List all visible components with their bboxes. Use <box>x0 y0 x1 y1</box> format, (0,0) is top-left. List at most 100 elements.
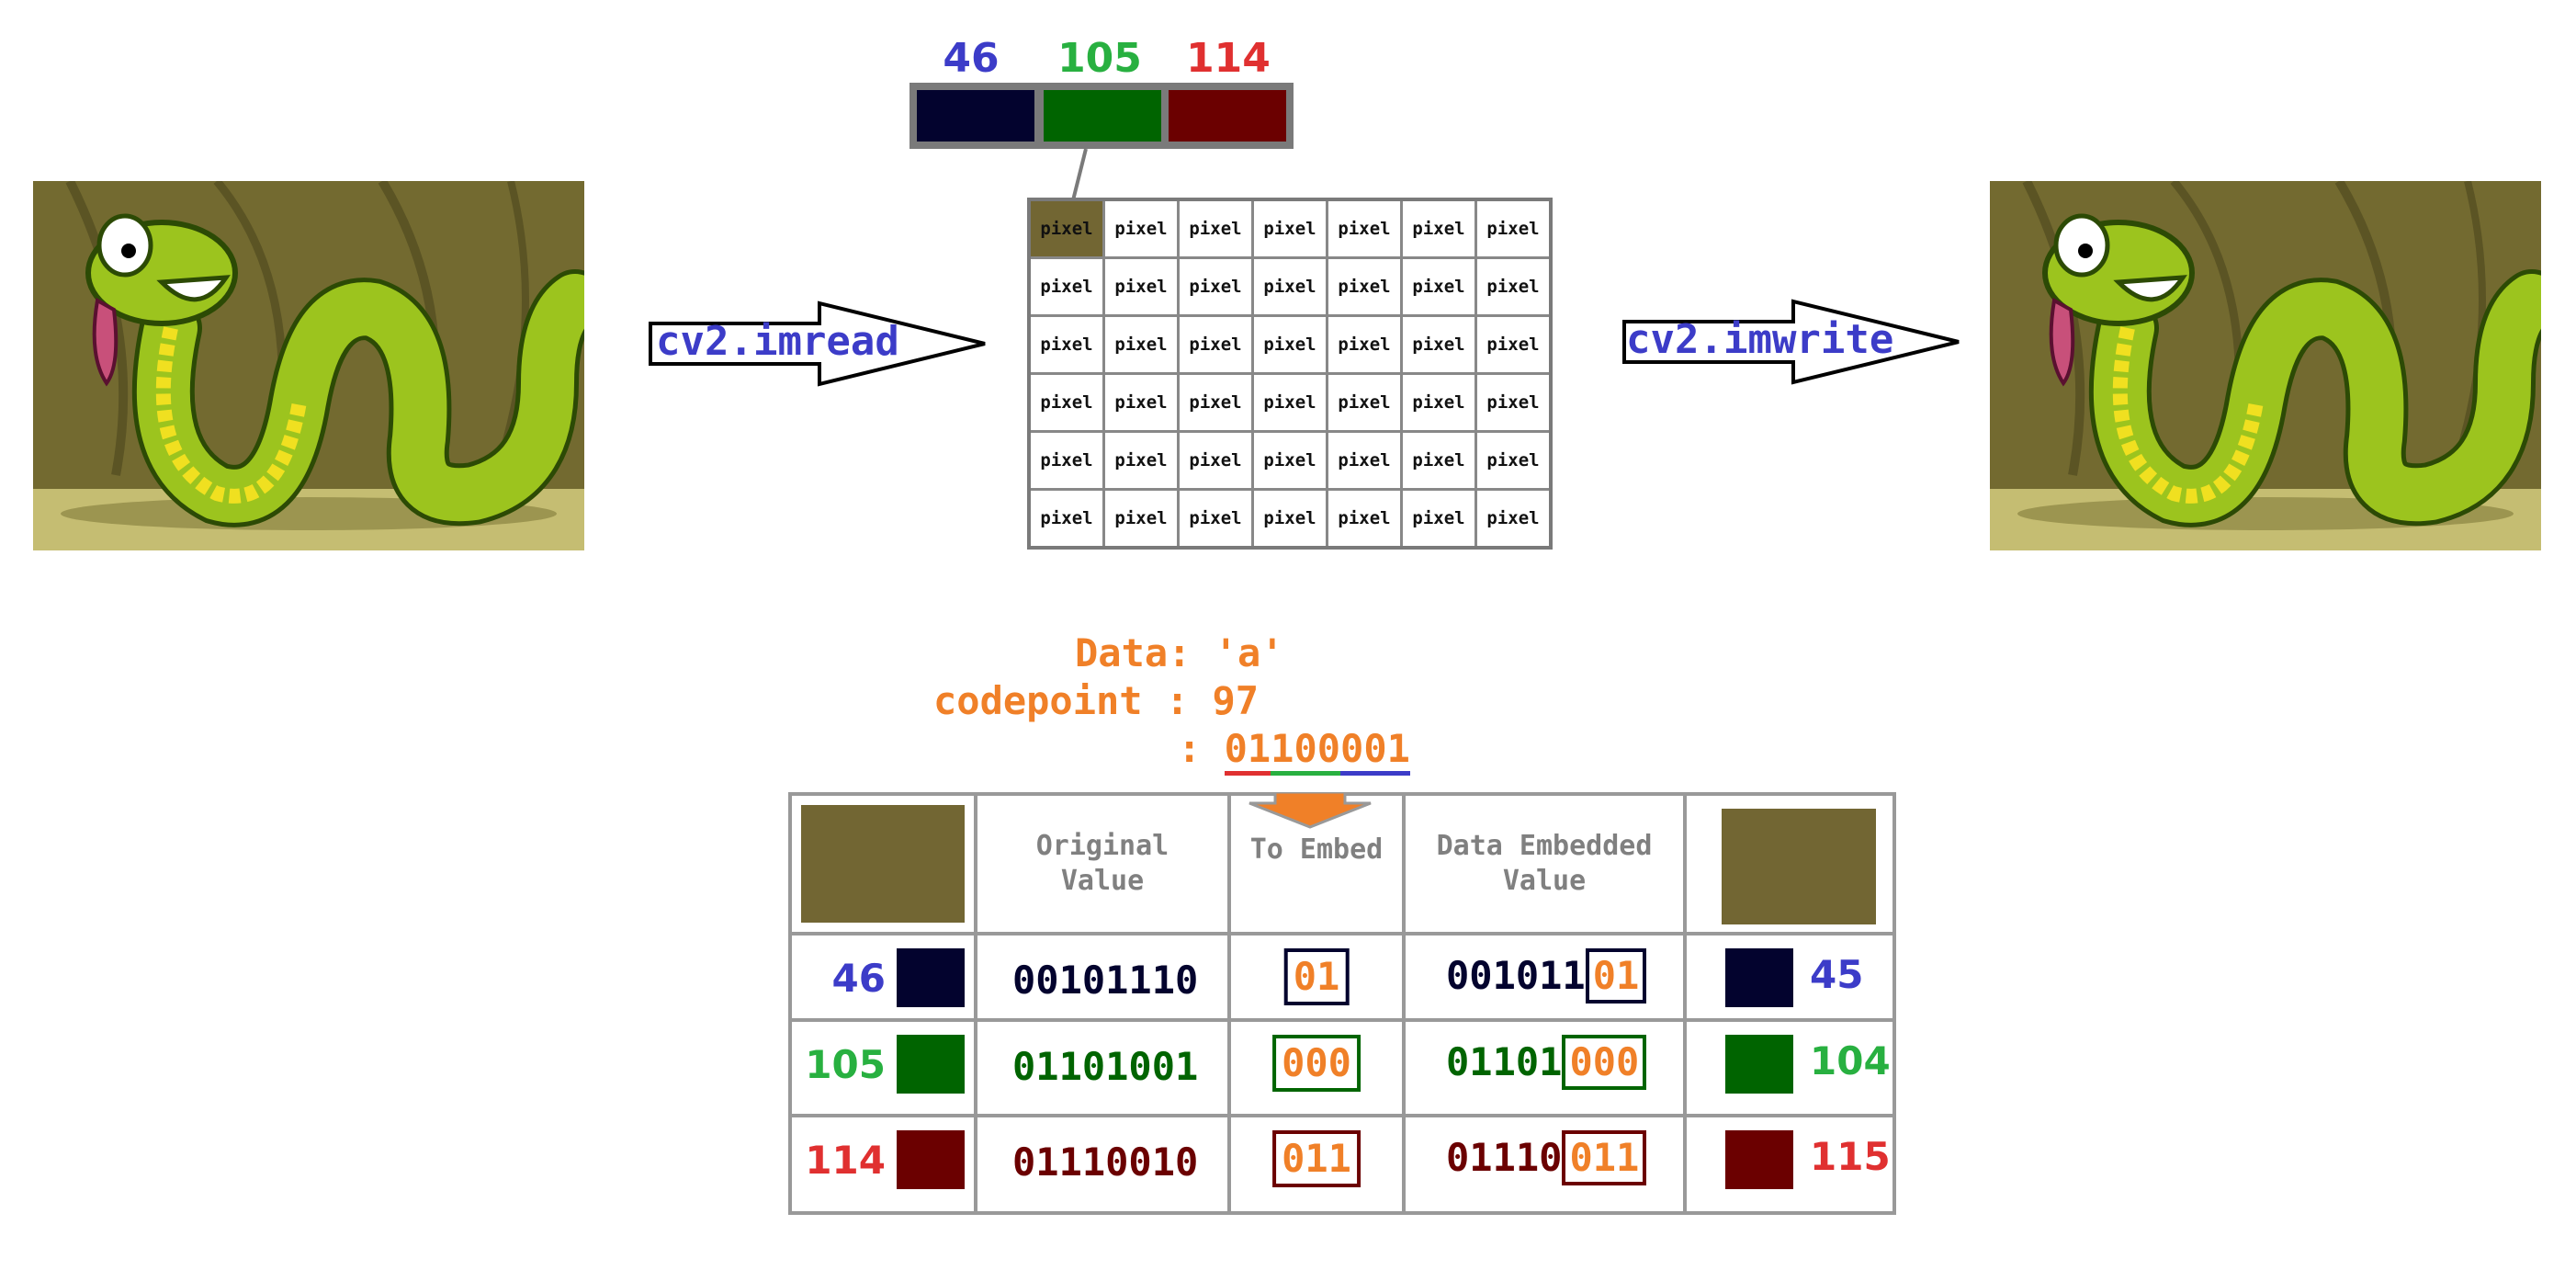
to-embed-header-text: To Embed <box>1249 833 1384 866</box>
channel-value: 114 <box>805 1138 886 1183</box>
original-binary-cell: 00101110 <box>974 932 1231 1022</box>
imwrite-label: cv2.imwrite <box>1626 316 1894 363</box>
new-channel-swatch <box>1725 1035 1793 1094</box>
pixel-rgb-strip <box>910 83 1294 149</box>
green-channel-swatch <box>1044 90 1161 142</box>
embed-table: Original Value To Embed Data Embedded Va… <box>788 792 1896 1215</box>
embed-bits: 01 <box>1283 948 1350 1005</box>
channel-swatch <box>897 948 965 1007</box>
pixel-cell: pixel <box>1102 198 1180 259</box>
pixel-cell: pixel <box>1400 314 1477 375</box>
pixel-blue-value: 46 <box>943 35 1000 82</box>
pixel-cell: pixel <box>1027 372 1105 433</box>
pixel-cell: pixel <box>1251 314 1328 375</box>
original-binary: 01101001 <box>1012 1044 1199 1089</box>
pixel-cell: pixel <box>1027 256 1105 317</box>
pixel-cell: pixel <box>1027 314 1105 375</box>
pixel-cell: pixel <box>1251 256 1328 317</box>
embedded-prefix: 001011 <box>1446 953 1586 998</box>
pixel-cell: pixel <box>1177 372 1254 433</box>
new-channel-value: 104 <box>1810 1038 1891 1083</box>
snake-illustration <box>33 181 584 550</box>
pixel-cell: pixel <box>1400 198 1477 259</box>
connector-line <box>1071 148 1088 201</box>
channel-cell: 114 <box>788 1114 977 1215</box>
embed-bits-cell: 000 <box>1227 1018 1406 1117</box>
embed-bits-cell: 011 <box>1227 1114 1406 1215</box>
pixel-cell: pixel <box>1102 488 1180 550</box>
embedded-value-header-text: Data Embedded Value <box>1436 830 1653 897</box>
pixel-cell: pixel <box>1177 198 1254 259</box>
embedded-value-header: Data Embedded Value <box>1402 792 1687 935</box>
pixel-cell: pixel <box>1102 314 1180 375</box>
arrow-shape-icon <box>1622 299 1960 385</box>
original-binary: 01110010 <box>1012 1140 1199 1185</box>
embedded-prefix: 01101 <box>1446 1039 1563 1084</box>
pixel-cell: pixel <box>1474 198 1553 259</box>
pixel-cell: pixel <box>1177 314 1254 375</box>
bits-group-red: 01 <box>1224 726 1271 776</box>
pixel-cell: pixel <box>1027 430 1105 491</box>
new-channel-value: 45 <box>1810 952 1864 997</box>
channel-swatch <box>897 1035 965 1094</box>
pixel-red-value: 114 <box>1186 35 1271 82</box>
stego-snake-image <box>1990 181 2541 550</box>
pixel-cell: pixel <box>1474 488 1553 550</box>
pixel-cell: pixel <box>1251 430 1328 491</box>
pixel-cell: pixel <box>1474 314 1553 375</box>
selected-pixel-cell: pixel <box>1027 198 1105 259</box>
down-arrow-icon <box>1248 792 1372 829</box>
pixel-cell: pixel <box>1177 430 1254 491</box>
new-pixel-cell <box>1683 792 1896 935</box>
embedded-suffix: 000 <box>1562 1035 1647 1090</box>
pixel-cell: pixel <box>1251 372 1328 433</box>
new-channel-value: 115 <box>1810 1134 1891 1179</box>
pixel-cell: pixel <box>1474 372 1553 433</box>
embed-bits-cell: 01 <box>1227 932 1406 1022</box>
new-channel-cell: 115 <box>1683 1114 1896 1215</box>
pixel-cell: pixel <box>1177 256 1254 317</box>
pixel-green-value: 105 <box>1057 35 1142 82</box>
pixel-cell: pixel <box>1102 256 1180 317</box>
pixel-cell: pixel <box>1177 488 1254 550</box>
original-pixel-swatch <box>801 805 965 923</box>
channel-value: 105 <box>805 1042 886 1087</box>
pixel-cell: pixel <box>1027 488 1105 550</box>
pixel-cell: pixel <box>1326 314 1403 375</box>
arrow-shape-icon <box>649 300 986 387</box>
embedded-prefix: 01110 <box>1446 1135 1563 1180</box>
snake-illustration <box>1990 181 2541 550</box>
pixel-cell: pixel <box>1326 372 1403 433</box>
imwrite-arrow: cv2.imwrite <box>1622 298 1964 386</box>
channel-cell: 105 <box>788 1018 977 1117</box>
original-snake-image <box>33 181 584 550</box>
codepoint-value: 97 <box>1212 678 1260 723</box>
to-embed-header: To Embed <box>1227 792 1406 935</box>
new-pixel-swatch <box>1722 809 1876 924</box>
embed-bits: 000 <box>1272 1035 1361 1092</box>
pixel-cell: pixel <box>1326 430 1403 491</box>
pixel-cell: pixel <box>1400 256 1477 317</box>
imread-arrow: cv2.imread <box>649 300 990 388</box>
pixel-cell: pixel <box>1326 488 1403 550</box>
embedded-suffix: 01 <box>1585 948 1647 1004</box>
data-label: Data: <box>1075 630 1192 675</box>
data-value: 'a' <box>1214 630 1284 675</box>
pixel-cell: pixel <box>1400 372 1477 433</box>
imread-label: cv2.imread <box>656 318 899 365</box>
pixel-cell: pixel <box>1400 488 1477 550</box>
pixel-cell: pixel <box>1474 256 1553 317</box>
pixel-cell: pixel <box>1474 430 1553 491</box>
pixel-cell: pixel <box>1326 198 1403 259</box>
